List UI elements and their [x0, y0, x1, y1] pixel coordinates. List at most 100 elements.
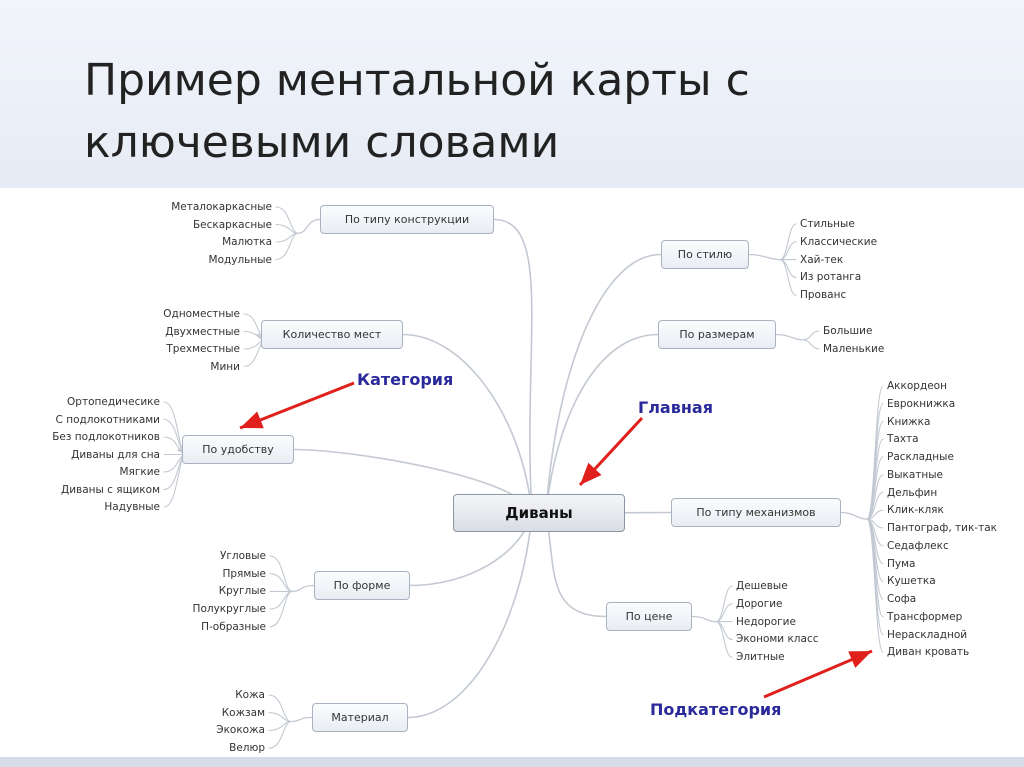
leaf-connector: [715, 585, 733, 623]
leaf-item: С подлокотниками: [55, 413, 160, 426]
leaf-item: Велюр: [229, 742, 265, 755]
branch-node: По удобству: [182, 435, 294, 464]
leaf-connector: [275, 206, 299, 234]
leaf-item: Прямые: [222, 567, 266, 580]
leaf-stem: [297, 218, 321, 234]
leaf-item: Пантограф, тик-так: [887, 522, 997, 534]
leaf-item: Софа: [887, 593, 917, 605]
leaf-item: Угловые: [220, 550, 266, 562]
leaf-connector: [866, 518, 884, 653]
leaf-item: Клик-кляк: [887, 504, 944, 517]
branch-connector: [545, 253, 662, 514]
slide-footer-bar: [0, 757, 1024, 767]
leaf-connector: [779, 223, 797, 261]
annotation-arrow: [578, 416, 644, 487]
branch-node: По размерам: [658, 320, 776, 349]
leaf-item: Трансформер: [887, 610, 963, 623]
branch-node: Количество мест: [261, 320, 403, 349]
leaf-connector: [275, 232, 299, 261]
leaf-item: Кушетка: [887, 575, 936, 588]
leaf-connector: [715, 621, 733, 640]
leaf-connector: [268, 694, 292, 723]
leaf-stem: [840, 511, 868, 520]
leaf-item: Круглые: [218, 585, 266, 598]
leaf-item: Классические: [800, 235, 878, 248]
leaf-item: Малютка: [222, 236, 272, 248]
leaf-stem: [775, 333, 804, 341]
leaf-connector: [779, 241, 797, 261]
leaf-item: Пума: [887, 557, 916, 570]
leaf-item: Диваны с ящиком: [61, 483, 160, 496]
leaf-connector: [268, 712, 292, 723]
slide-title: Пример ментальной карты с ключевыми слов…: [84, 50, 964, 174]
annotation-label: Подкатегория: [650, 700, 782, 719]
leaf-item: Тахта: [887, 433, 919, 446]
leaf-item: Диваны для сна: [71, 448, 160, 461]
leaf-item: Кожа: [235, 689, 265, 701]
branch-connector: [493, 218, 533, 514]
leaf-connector: [779, 259, 797, 278]
leaf-connector: [269, 590, 293, 628]
leaf-item: Нераскладной: [887, 628, 968, 641]
leaf-item: Трехместные: [166, 343, 240, 355]
leaf-connector: [275, 223, 299, 234]
leaf-stem: [691, 615, 717, 623]
leaf-item: Маленькие: [823, 342, 885, 355]
leaf-stem: [748, 253, 781, 261]
leaf-item: Хай-тек: [800, 253, 844, 266]
branch-node: По типу конструкции: [320, 205, 494, 234]
branch-connector: [407, 512, 533, 719]
leaf-item: Полукруглые: [192, 603, 266, 616]
branch-connector: [545, 333, 659, 514]
leaf-connector: [802, 330, 820, 341]
leaf-item: Ортопедичесике: [67, 396, 160, 408]
annotation-arrow: [763, 649, 873, 699]
branch-node: По форме: [314, 571, 410, 600]
leaf-stem: [291, 584, 315, 593]
slide-title-line: ключевыми словами: [84, 117, 560, 168]
leaf-item: Дельфин: [887, 486, 938, 499]
leaf-item: Диван кровать: [887, 646, 970, 659]
leaf-stem: [290, 716, 313, 723]
leaf-item: Металокаркасные: [171, 201, 272, 213]
branch-node: По стилю: [661, 240, 749, 269]
leaf-item: Двухместные: [165, 325, 240, 338]
leaf-item: Модульные: [208, 253, 272, 266]
leaf-item: Раскладные: [887, 451, 954, 463]
slide-title-line: Пример ментальной карты с: [84, 55, 750, 106]
leaf-item: Еврокнижка: [887, 397, 956, 410]
center-node: Диваны: [453, 494, 625, 532]
leaf-item: Дешевые: [736, 580, 788, 592]
leaf-item: Книжка: [887, 415, 931, 428]
leaf-item: Стильные: [800, 218, 855, 230]
leaf-item: Из ротанга: [800, 271, 862, 284]
leaf-item: Элитные: [736, 651, 785, 664]
branch-connector: [402, 333, 533, 514]
leaf-item: Большие: [823, 325, 873, 337]
leaf-item: Седафлекс: [887, 539, 949, 552]
leaf-item: Одноместные: [163, 308, 240, 320]
leaf-connector: [268, 721, 292, 749]
annotation-label: Главная: [638, 398, 713, 417]
leaf-item: Выкатные: [887, 468, 944, 481]
leaf-connector: [802, 339, 820, 350]
leaf-item: П-образные: [201, 620, 266, 633]
leaf-connector: [779, 259, 797, 296]
leaf-item: Мягкие: [119, 466, 160, 478]
branch-node: Материал: [312, 703, 408, 732]
leaf-item: Надувные: [104, 501, 160, 513]
leaf-connector: [715, 621, 733, 658]
annotation-label: Категория: [357, 370, 454, 389]
leaf-item: Экономи класс: [736, 633, 819, 646]
leaf-item: Мини: [210, 360, 240, 373]
leaf-item: Прованс: [800, 289, 847, 302]
leaf-item: Дорогие: [736, 597, 783, 610]
leaf-connector: [866, 403, 884, 520]
annotation-arrow: [239, 381, 355, 430]
leaf-item: Кожзам: [221, 706, 265, 719]
slide-header: Пример ментальной карты с ключевыми слов…: [0, 0, 1024, 188]
branch-connector: [545, 512, 607, 618]
leaf-item: Бескаркасные: [192, 218, 272, 231]
branch-node: По цене: [606, 602, 692, 631]
